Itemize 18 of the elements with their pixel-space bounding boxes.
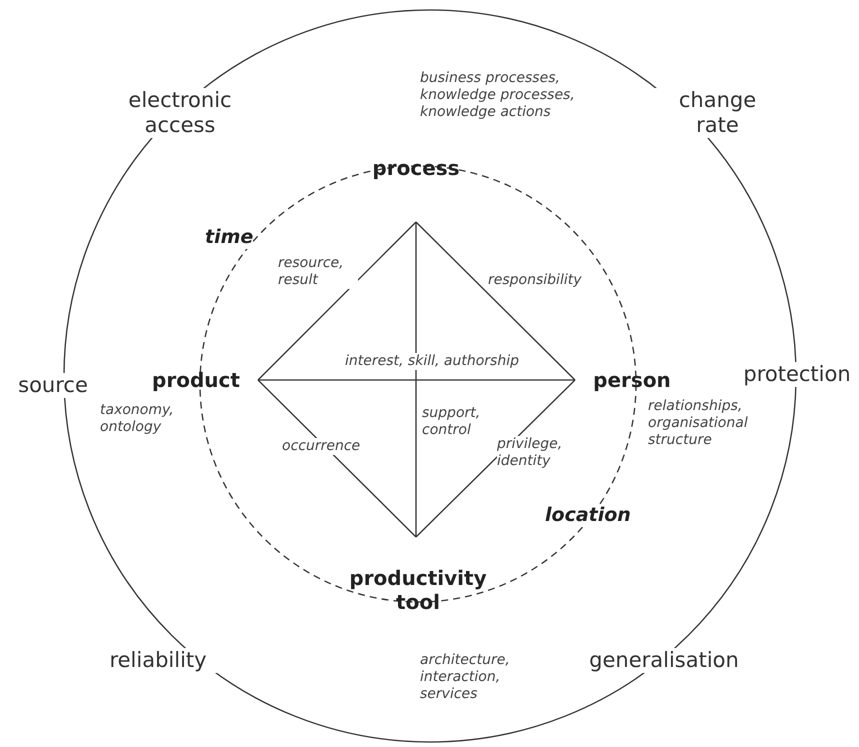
edge-label: interest, skill, authorship (345, 353, 519, 370)
connector-line (258, 222, 416, 380)
node-note: business processes, knowledge processes, knowledge actions (420, 70, 576, 120)
node-label: productivity tool (338, 566, 498, 614)
connector-line (415, 222, 417, 537)
node-note: taxonomy, ontology (100, 402, 175, 436)
node-label: process (340, 156, 492, 180)
context-label: location (545, 504, 631, 527)
node-note: architecture, interaction, services (420, 652, 511, 702)
node-label: product (140, 368, 252, 392)
edge-label: occurrence (282, 438, 360, 455)
connector-line (416, 222, 576, 380)
node-note: relationships, organisational structure (648, 398, 749, 448)
connector-line (258, 380, 416, 538)
node-label: person (582, 368, 682, 392)
connector-line (258, 379, 575, 381)
edge-label: responsibility (488, 272, 582, 289)
context-label: time (205, 226, 254, 249)
